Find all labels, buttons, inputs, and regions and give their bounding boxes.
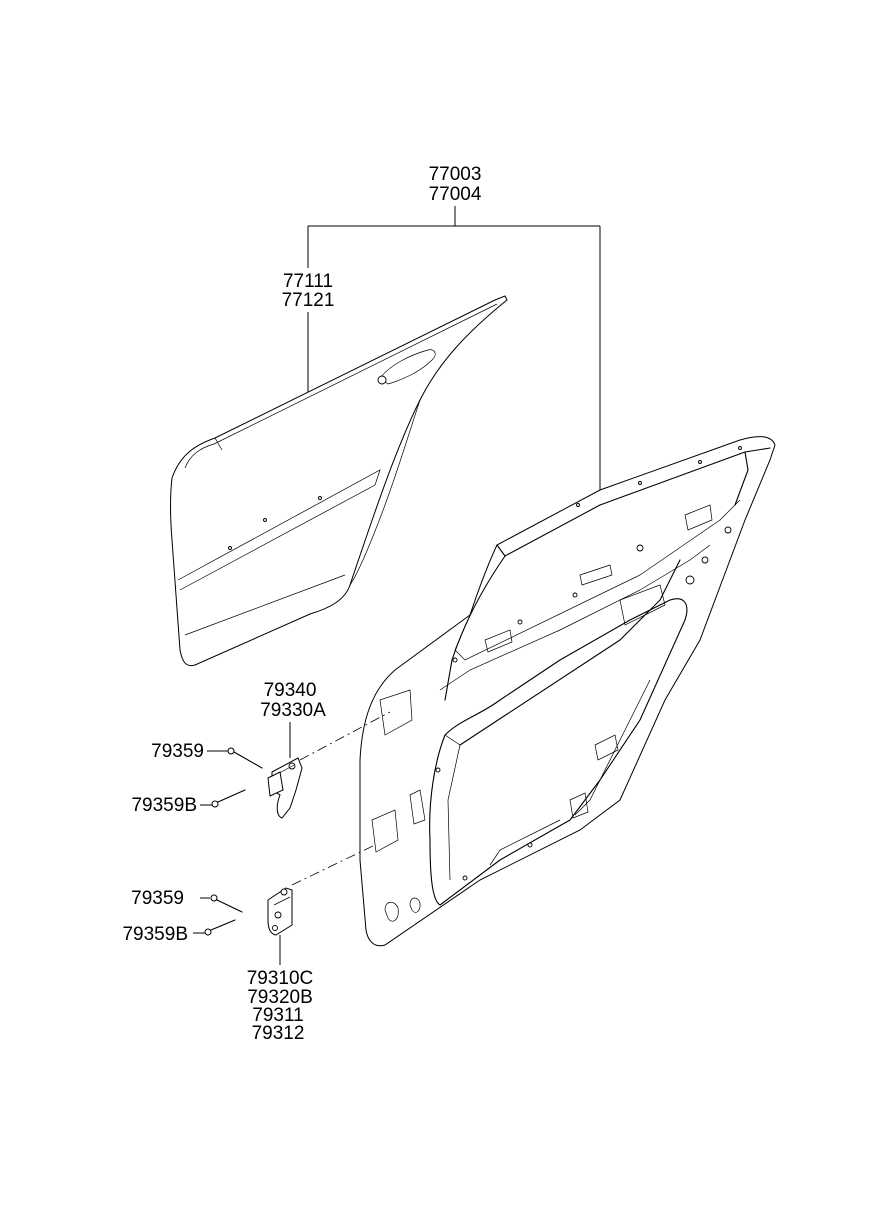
assembly-leader-bracket bbox=[307, 206, 601, 490]
hinge-alignment-lines bbox=[291, 711, 391, 886]
lower-bolt-part-number-b: 79359B bbox=[122, 924, 188, 945]
assembly-part-number-2: 77004 bbox=[428, 184, 482, 205]
lower-hinge-part-number-2: 79320B bbox=[247, 987, 313, 1008]
upper-hinge-part-number-2: 79330A bbox=[260, 700, 326, 721]
outer-door-panel bbox=[170, 295, 508, 667]
lower-bolts bbox=[193, 894, 243, 936]
lower-bolt-part-number-a: 79359 bbox=[131, 888, 184, 909]
upper-bolt-part-number-b: 79359B bbox=[131, 795, 197, 816]
upper-hinge-part-number-1: 79340 bbox=[263, 680, 317, 701]
lower-hinge-part-number-1: 79310C bbox=[246, 968, 314, 989]
lower-hinge bbox=[267, 887, 293, 965]
upper-bolt-part-number-a: 79359 bbox=[151, 741, 204, 762]
outer-panel-part-number-2: 77121 bbox=[281, 290, 335, 311]
outer-panel-part-number-1: 77111 bbox=[282, 271, 334, 292]
upper-hinge bbox=[267, 722, 303, 819]
lower-hinge-part-number-4: 79312 bbox=[251, 1023, 305, 1044]
upper-bolts bbox=[200, 747, 263, 808]
door-inner-frame bbox=[359, 436, 776, 947]
lower-hinge-part-number-3: 79311 bbox=[252, 1005, 304, 1026]
assembly-part-number-1: 77003 bbox=[428, 164, 482, 185]
